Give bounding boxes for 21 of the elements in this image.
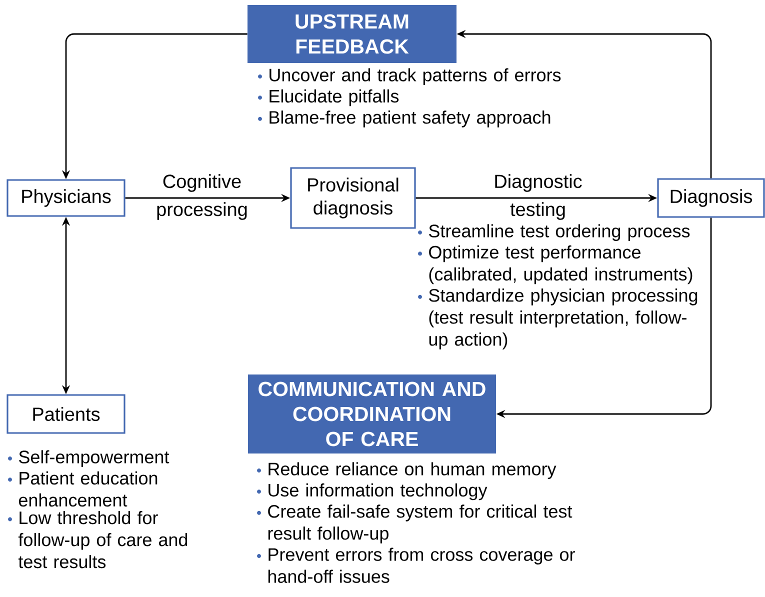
- bullet-item: Prevent errors from cross coverage or hand-off issues: [268, 548, 575, 583]
- heading-box: UPSTREAM FEEDBACK: [248, 5, 456, 63]
- bullet-item: Low threshold for follow-up of care and test results: [18, 511, 188, 568]
- process-box: Diagnosis: [657, 178, 765, 218]
- bullet-item: Blame-free patient safety approach: [270, 110, 550, 128]
- edge-label: Diagnostic testing: [495, 174, 582, 220]
- bullet-item: Self-empowerment: [19, 450, 170, 467]
- bullet-item: Patient education enhancement: [18, 471, 158, 507]
- process-box: Provisional diagnosis: [290, 167, 416, 229]
- bullet-item: Optimize test performance (calibrated, updated instruments): [429, 245, 692, 284]
- bullet-item: Use information technology: [268, 483, 488, 500]
- bullet-item: Standardize physician processing (test result interpretation, follow-up action): [429, 288, 698, 350]
- bullet-item: Elucidate pitfalls: [270, 89, 399, 106]
- bullet-item: Reduce reliance on human memory: [268, 462, 556, 479]
- edge-label: Cognitive processing: [157, 174, 247, 220]
- bullet-item: Create fail-safe system for critical test result follow-up: [268, 504, 572, 544]
- process-box: Physicians: [6, 179, 126, 217]
- heading-box: COMMUNICATION AND COORDINATION OF CARE: [248, 374, 496, 454]
- process-box: Patients: [6, 394, 126, 434]
- bullet-item: Uncover and track patterns of errors: [270, 68, 561, 85]
- bullet-item: Streamline test ordering process: [429, 224, 690, 241]
